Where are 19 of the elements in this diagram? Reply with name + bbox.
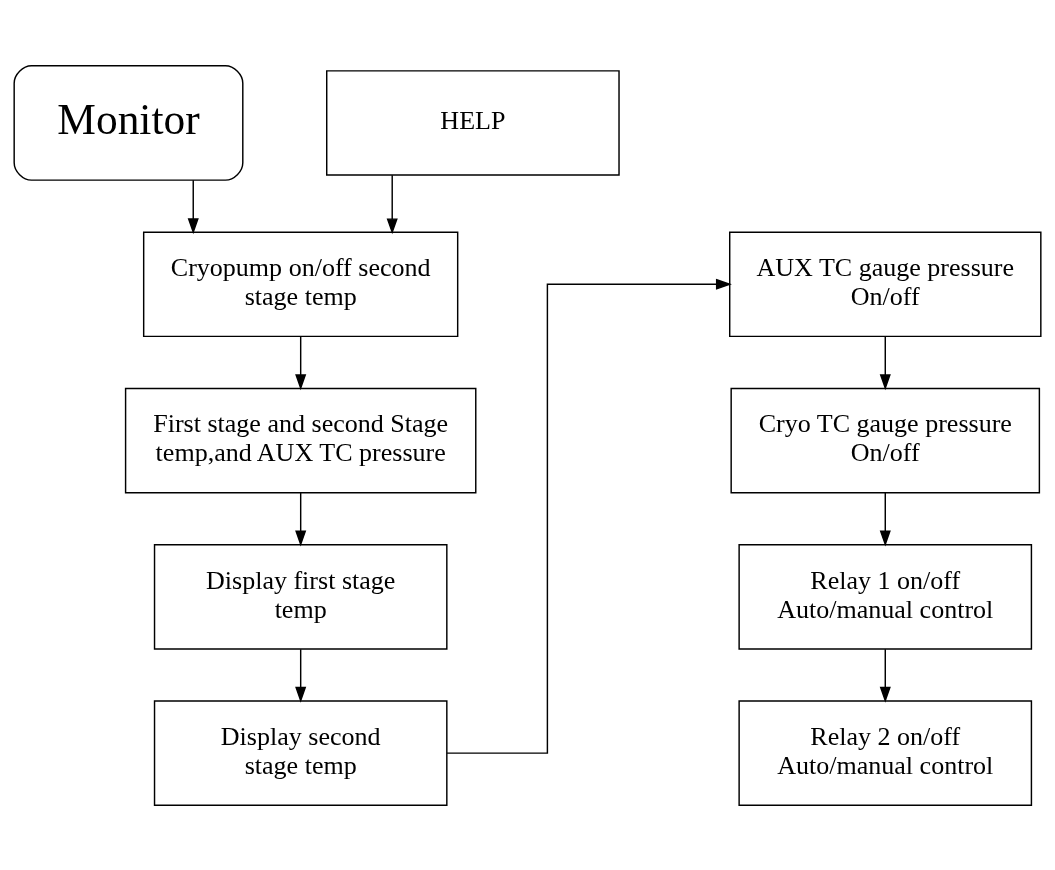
node-box: Cryopump on/off second stage temp [142,230,459,337]
arrow [386,174,398,234]
node-box: Relay 1 on/off Auto/manual control [738,543,1033,650]
arrow [446,278,732,754]
node-box: AUX TC gauge pressure On/off [729,230,1042,337]
node-box: Relay 2 on/off Auto/manual control [738,699,1033,806]
node-box: Monitor [13,64,244,181]
arrow [295,491,307,546]
node-box: Cryo TC gauge pressure On/off [730,387,1041,493]
node-box: First stage and second Stage temp,and AUX TC pressure [124,387,477,493]
arrow [187,179,199,234]
arrow [879,648,891,703]
node-box: HELP [326,69,620,176]
node-box: Display second stage temp [153,699,448,806]
arrow [879,491,891,546]
node-box: Display first stage temp [153,543,448,650]
arrow [295,335,307,390]
arrow [879,335,891,390]
arrow [295,648,307,703]
